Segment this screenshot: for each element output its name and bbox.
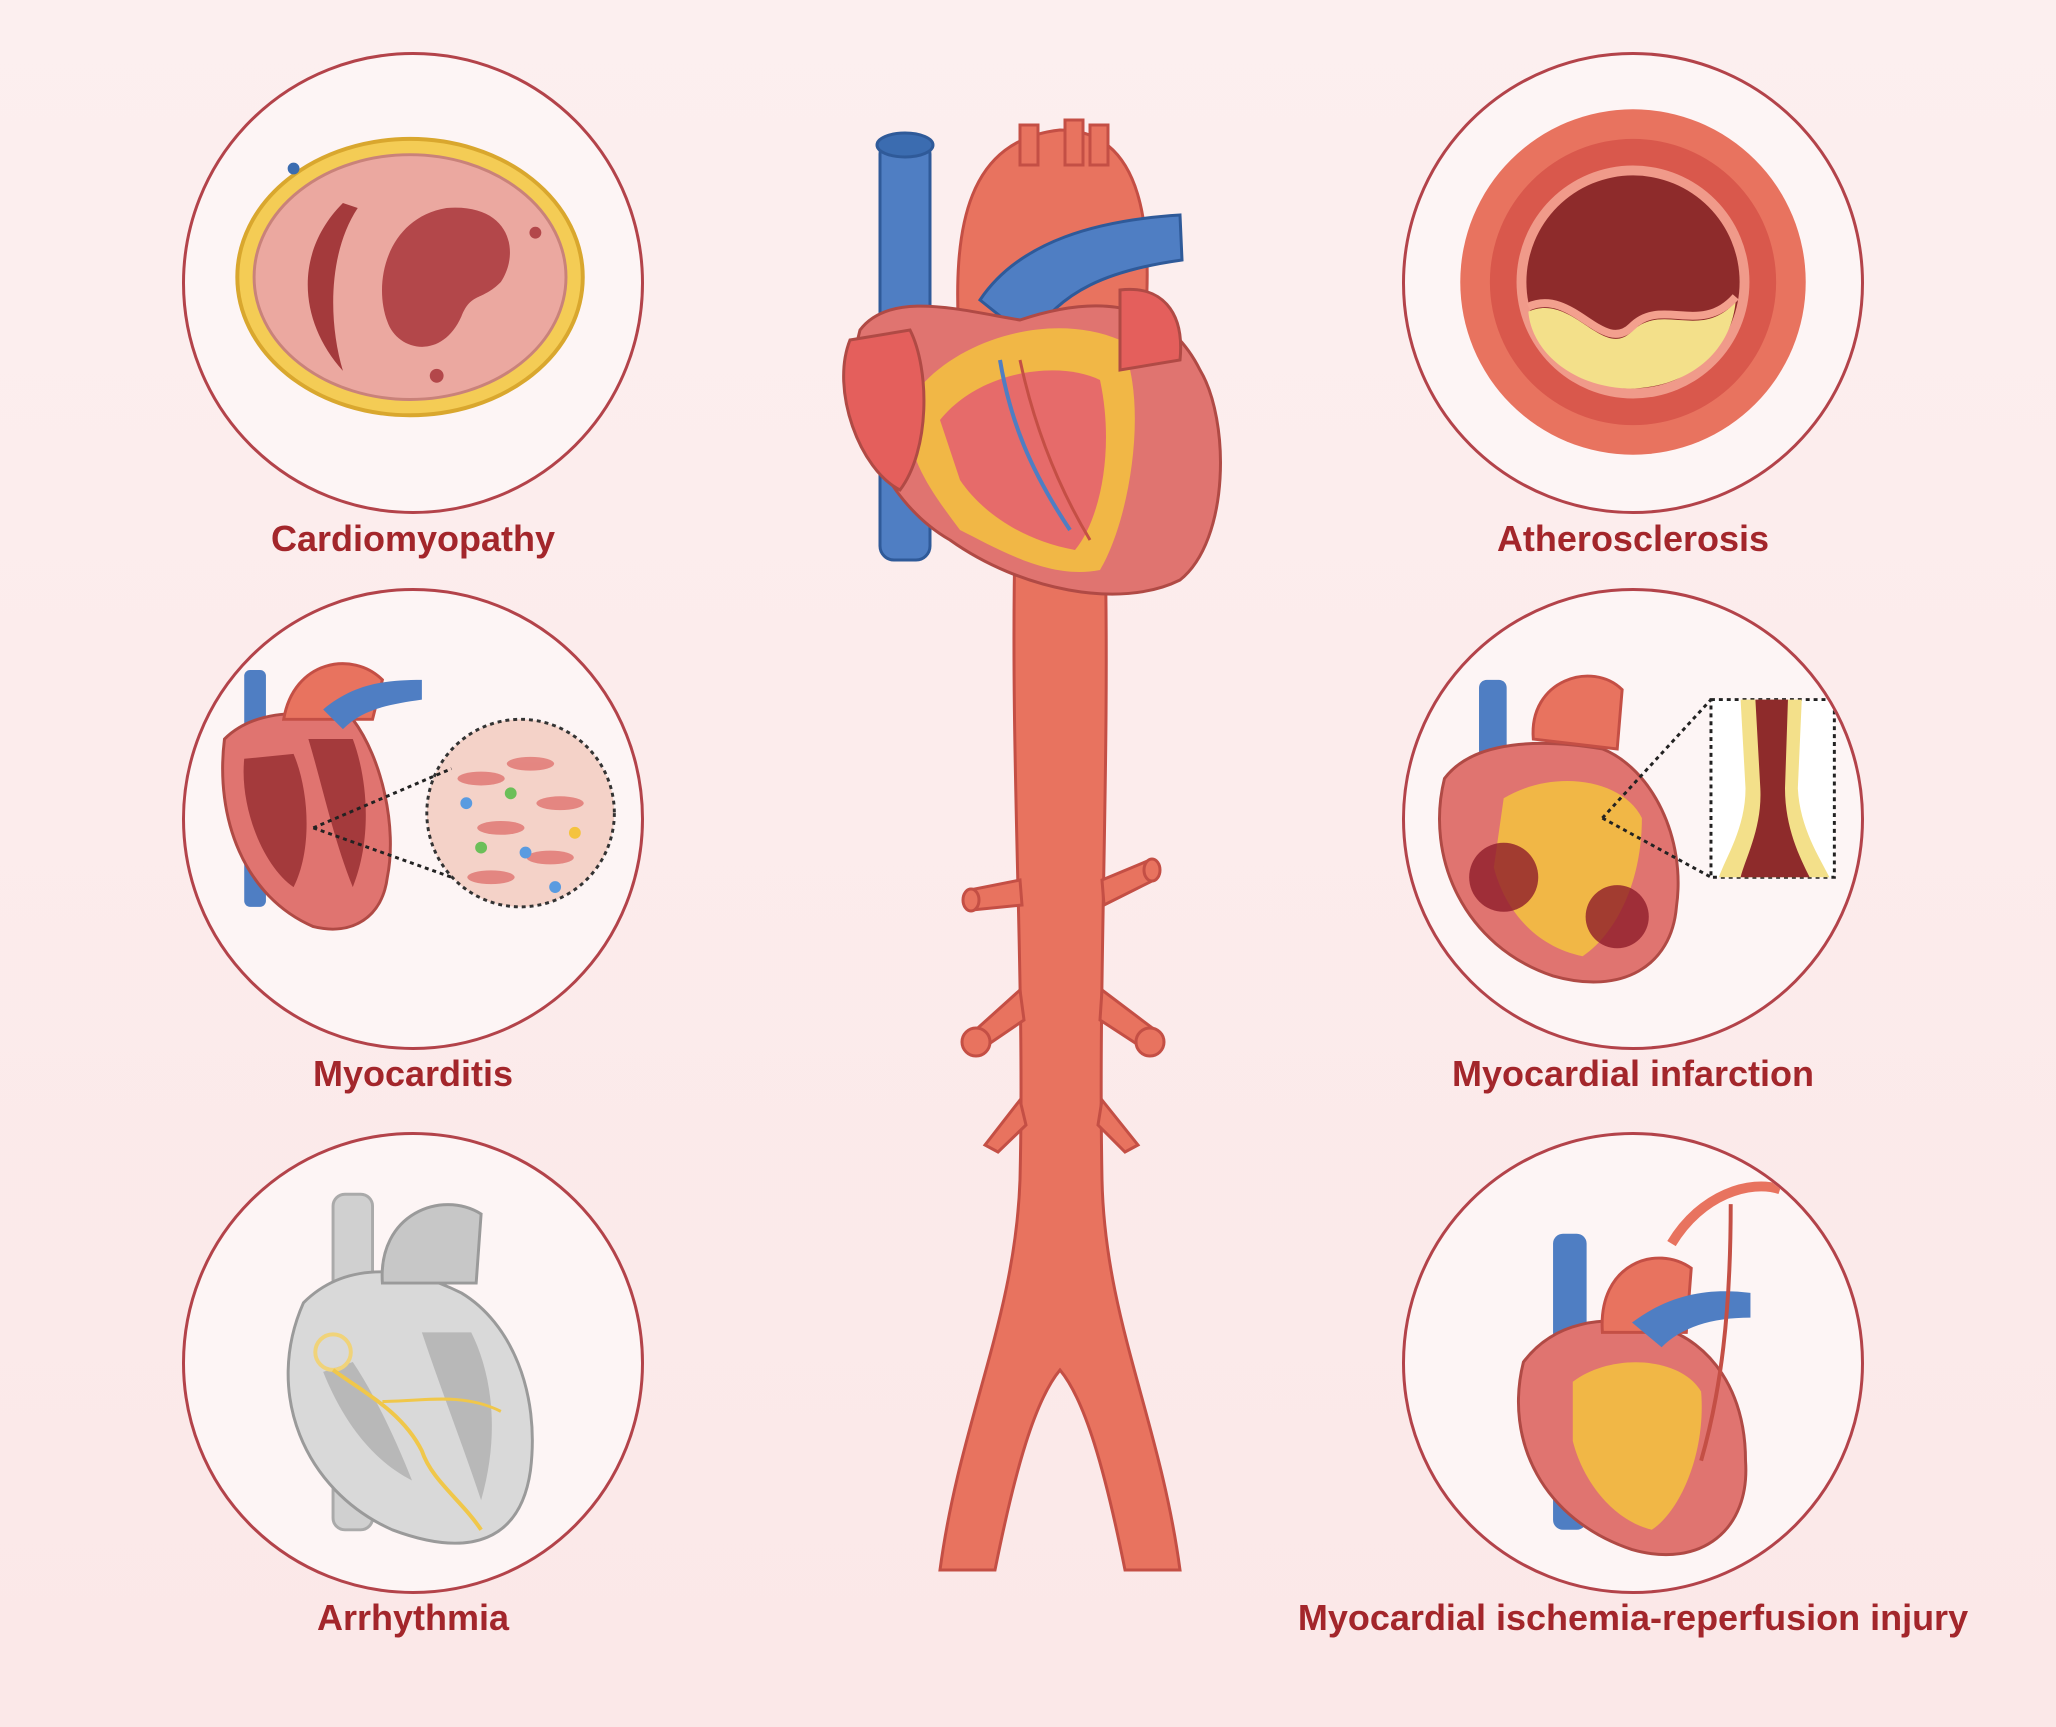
descending-aorta	[938, 538, 1182, 1572]
myocarditis-circle	[182, 588, 644, 1050]
atherosclerosis-circle	[1402, 52, 1864, 514]
heart-and-aorta	[842, 118, 1222, 1572]
myocardial-infarction-heart-with-occluded-artery-icon	[1438, 674, 1836, 984]
cardiomyopathy-circle	[182, 52, 644, 514]
ischemia-reperfusion-heart-icon	[1516, 1181, 1782, 1557]
myocarditis-heart-with-inflammation-inset-icon	[221, 662, 616, 931]
arrhythmia-label: Arrhythmia	[316, 1597, 510, 1638]
cardiomyopathy-label: Cardiomyopathy	[270, 518, 556, 559]
arrhythmia-conduction-system-icon	[286, 1192, 534, 1545]
aorta-branches	[960, 857, 1166, 1154]
atherosclerosis-label: Atherosclerosis	[1496, 518, 1770, 559]
arrhythmia-circle	[182, 1132, 644, 1594]
myocarditis-label: Myocarditis	[312, 1053, 514, 1094]
ischemia-reperfusion-circle	[1402, 1132, 1864, 1594]
ischemia-reperfusion-label: Myocardial ischemia-reperfusion injury	[1297, 1597, 1969, 1638]
atherosclerosis-artery-cross-section-icon	[1460, 109, 1806, 455]
myocardial-infarction-circle	[1402, 588, 1864, 1050]
myocardial-infarction-label: Myocardial infarction	[1451, 1053, 1815, 1094]
cardiomyopathy-heart-cross-section-icon	[235, 136, 585, 418]
pulmonary-artery	[977, 213, 1184, 343]
